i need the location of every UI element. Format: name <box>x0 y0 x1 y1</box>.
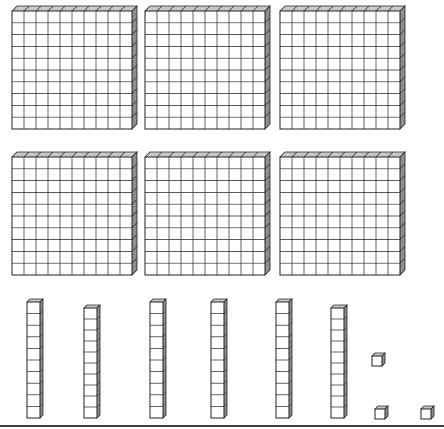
one-cube <box>372 353 385 366</box>
hundreds-flats-group <box>12 6 405 275</box>
one-cube <box>421 406 434 419</box>
ten-rod <box>211 299 227 418</box>
one-cube <box>375 406 388 419</box>
tens-rods-group <box>27 299 347 418</box>
ten-rod <box>27 299 43 418</box>
hundred-flat <box>145 6 270 129</box>
cube-front-face <box>375 409 385 419</box>
hundred-flat <box>280 152 405 275</box>
hundred-flat <box>12 152 137 275</box>
cube-front-face <box>372 356 382 366</box>
ten-rod <box>276 299 292 418</box>
cube-front-face <box>421 409 431 419</box>
ten-rod <box>84 305 100 418</box>
ten-rod <box>331 305 347 418</box>
ones-cubes-group <box>372 353 434 419</box>
hundred-flat <box>12 6 137 129</box>
hundred-flat <box>145 152 270 275</box>
ten-rod <box>150 299 166 418</box>
hundred-flat <box>280 6 405 129</box>
